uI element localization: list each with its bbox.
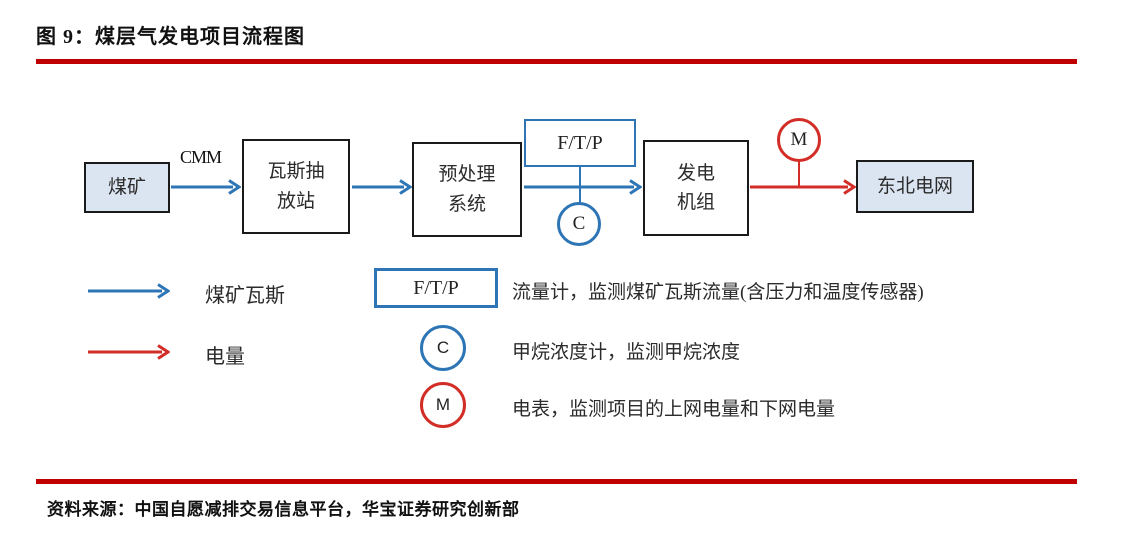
node-grid: 东北电网 bbox=[856, 160, 974, 213]
node-pretreatment: 预处理 系统 bbox=[412, 142, 522, 237]
node-m-meter: M bbox=[777, 118, 821, 162]
source-text: 资料来源：中国自愿减排交易信息平台，华宝证券研究创新部 bbox=[47, 500, 520, 519]
legend-power-arrow-icon bbox=[88, 344, 170, 360]
flow-arrow-power bbox=[750, 179, 856, 195]
node-coal-mine: 煤矿 bbox=[84, 162, 170, 213]
node-generator: 发电 机组 bbox=[643, 140, 749, 236]
legend-gas-arrow-icon bbox=[88, 283, 170, 299]
node-ftp-meter: F/T/P bbox=[524, 119, 636, 167]
m-connector-line bbox=[798, 160, 800, 188]
cmm-flow-label: CMM bbox=[180, 147, 222, 167]
legend-c-circle: C bbox=[420, 325, 466, 371]
node-c-meter: C bbox=[557, 202, 601, 246]
legend-desc-c: 甲烷浓度计，监测甲烷浓度 bbox=[512, 342, 741, 363]
source-rule bbox=[36, 479, 1077, 484]
node-extraction-station: 瓦斯抽 放站 bbox=[242, 139, 350, 234]
legend-m-circle: M bbox=[420, 382, 466, 428]
title-rule bbox=[36, 59, 1077, 64]
legend-desc-ftp: 流量计，监测煤矿瓦斯流量(含压力和温度传感器) bbox=[512, 282, 924, 303]
legend-label-gas: 煤矿瓦斯 bbox=[205, 285, 285, 307]
flow-arrow-gas-3 bbox=[524, 179, 642, 195]
legend-label-power: 电量 bbox=[205, 346, 245, 368]
flow-arrow-gas-2 bbox=[352, 179, 412, 195]
flow-arrow-gas-1 bbox=[171, 179, 241, 195]
legend-ftp-box: F/T/P bbox=[374, 268, 498, 308]
ftp-connector-line bbox=[579, 166, 581, 204]
legend-desc-m: 电表，监测项目的上网电量和下网电量 bbox=[512, 399, 836, 420]
figure-title: 图 9：煤层气发电项目流程图 bbox=[36, 26, 305, 48]
